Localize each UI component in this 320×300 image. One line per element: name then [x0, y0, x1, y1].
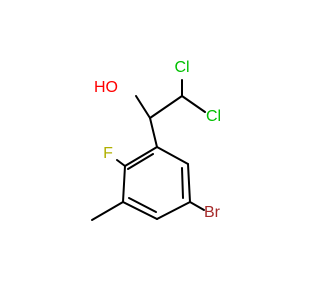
- ring-bond-5: [187, 163, 191, 203]
- bond-c-br: [189, 201, 205, 211]
- ring-bond-1: [124, 146, 158, 167]
- bond-c2-cl-right: [181, 95, 206, 113]
- hydroxyl-label: HO: [94, 79, 118, 96]
- ring-bond-3-inner: [128, 197, 157, 213]
- ring-bond-1-inner: [127, 153, 154, 170]
- bonds: [91, 79, 206, 221]
- molecule-structure: HO Cl Cl F Br: [91, 59, 221, 221]
- bond-c-f: [116, 159, 126, 167]
- bond-o-c1: [135, 95, 151, 119]
- bond-c1-ring: [149, 117, 158, 148]
- bond-c-methyl: [91, 201, 124, 221]
- ring-bond-6: [156, 146, 189, 165]
- fluorine-label: F: [103, 145, 113, 162]
- ring-bond-3: [122, 201, 158, 220]
- ring-bond-5-inner: [181, 167, 184, 199]
- chlorine-right-label: Cl: [206, 108, 221, 125]
- ring-bond-4: [156, 201, 191, 220]
- ring-bond-2: [122, 165, 126, 203]
- bromine-label: Br: [204, 204, 221, 221]
- bond-c1-c2: [149, 95, 183, 119]
- atom-labels: HO Cl Cl F Br: [94, 59, 221, 221]
- chlorine-top-label: Cl: [174, 59, 189, 76]
